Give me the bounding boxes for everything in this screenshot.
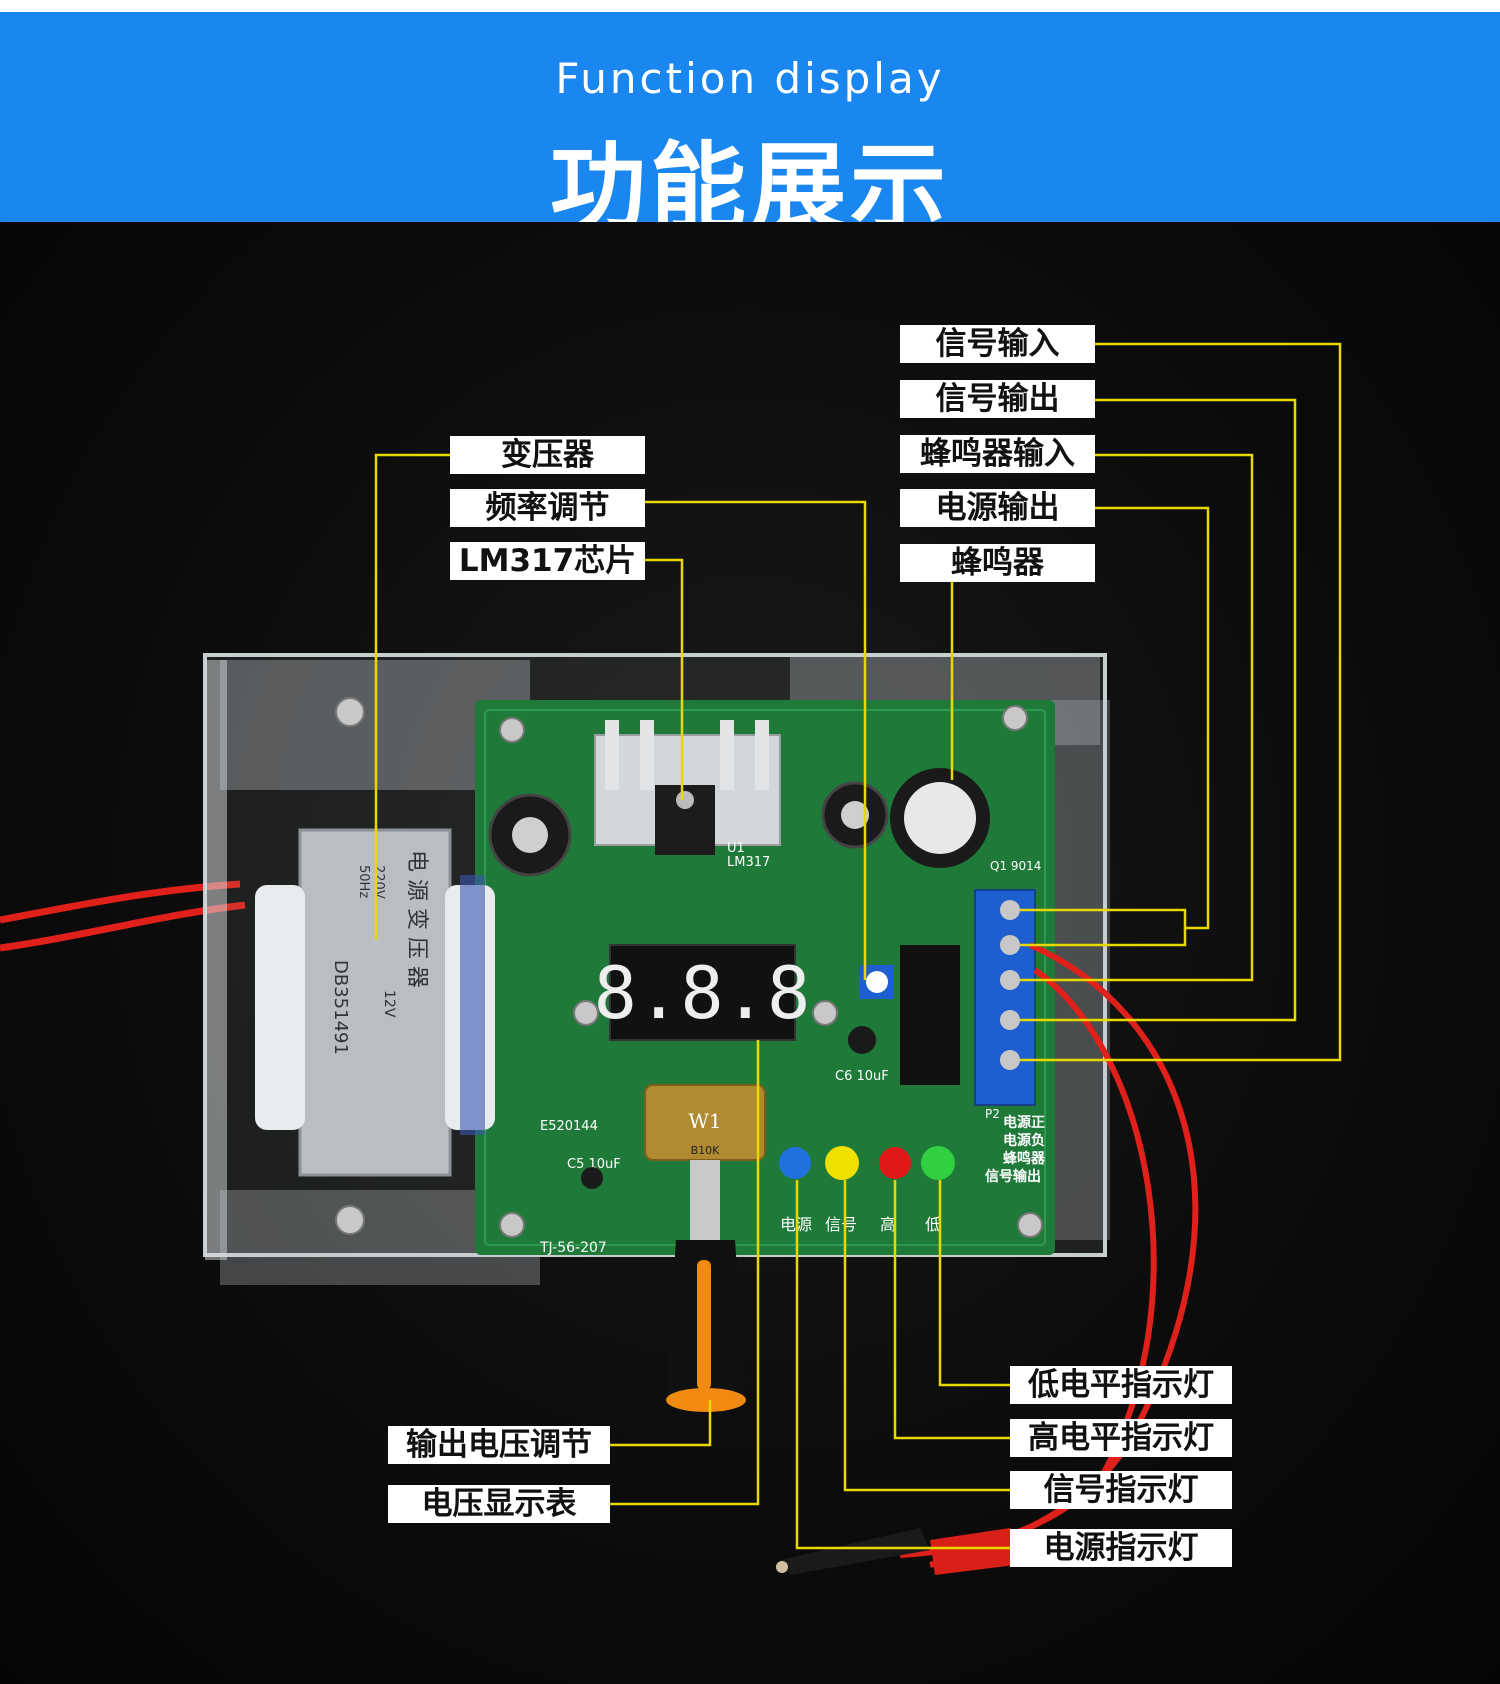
label-low-level-indicator: 低电平指示灯 <box>1010 1366 1232 1404</box>
label-power-output: 电源输出 <box>900 489 1095 527</box>
svg-text:B10K: B10K <box>691 1144 721 1157</box>
voltage-knob[interactable] <box>666 1240 746 1412</box>
svg-text:LM317: LM317 <box>727 855 770 870</box>
svg-text:信号输出: 信号输出 <box>985 1168 1041 1185</box>
svg-text:Q1 9014: Q1 9014 <box>990 859 1041 873</box>
svg-text:TJ-56-207: TJ-56-207 <box>539 1240 607 1256</box>
label-power-indicator: 电源指示灯 <box>1010 1529 1232 1567</box>
svg-text:C6 10uF: C6 10uF <box>835 1069 889 1084</box>
label-voltage-display: 电压显示表 <box>388 1485 610 1523</box>
label-signal-output: 信号输出 <box>900 380 1095 418</box>
label-output-voltage-adjust: 输出电压调节 <box>388 1426 610 1464</box>
frequency-trimmer <box>860 965 894 999</box>
capacitors <box>488 781 889 1189</box>
svg-text:50Hz: 50Hz <box>356 865 371 898</box>
svg-text:电源正: 电源正 <box>1003 1114 1045 1131</box>
label-frequency-adjust: 频率调节 <box>450 489 645 527</box>
svg-text:低: 低 <box>925 1215 941 1234</box>
svg-text:DB351491: DB351491 <box>330 960 351 1055</box>
label-high-level-indicator: 高电平指示灯 <box>1010 1419 1232 1457</box>
svg-text:P2: P2 <box>985 1107 1000 1121</box>
svg-text:电 源 变 压 器: 电 源 变 压 器 <box>404 850 429 988</box>
svg-text:电源负: 电源负 <box>1003 1132 1045 1149</box>
pcb-silkscreen: U1 LM317 C6 10uF C5 10uF Q1 9014 P2 E520… <box>539 841 1046 1256</box>
transformer-label: 电 源 变 压 器 220V 50Hz 12V DB351491 <box>330 850 429 1055</box>
label-buzzer: 蜂鸣器 <box>900 544 1095 582</box>
leader-lines <box>374 342 1342 1550</box>
screws <box>335 697 1043 1238</box>
svg-text:C5 10uF: C5 10uF <box>567 1157 621 1172</box>
label-lm317-chip: LM317芯片 <box>450 542 645 580</box>
buzzer-component <box>890 768 990 868</box>
label-buzzer-input: 蜂鸣器输入 <box>900 435 1095 473</box>
svg-text:高: 高 <box>880 1215 896 1234</box>
display-digits: 8.8.8 <box>594 951 811 1035</box>
svg-text:E520144: E520144 <box>540 1119 598 1134</box>
svg-text:蜂鸣器: 蜂鸣器 <box>1003 1150 1046 1167</box>
voltage-display-module: 8.8.8 <box>594 944 811 1041</box>
svg-text:12V: 12V <box>381 990 397 1018</box>
heatsink <box>594 720 781 855</box>
header-title-en: Function display <box>555 54 945 103</box>
label-transformer: 变压器 <box>450 436 645 474</box>
alligator-clips <box>776 1528 1015 1575</box>
svg-text:220V: 220V <box>371 865 386 899</box>
potentiometer: W1 B10K <box>644 1084 766 1240</box>
svg-text:信号: 信号 <box>825 1215 857 1234</box>
ic-chip <box>900 945 960 1085</box>
svg-text:U1: U1 <box>727 841 745 856</box>
label-signal-input: 信号输入 <box>900 325 1095 363</box>
label-signal-indicator: 信号指示灯 <box>1010 1471 1232 1509</box>
header-banner: Function display 功能展示 <box>0 12 1500 244</box>
svg-text:W1: W1 <box>688 1109 721 1133</box>
indicator-leds <box>779 1146 955 1180</box>
terminal-block <box>974 889 1036 1106</box>
